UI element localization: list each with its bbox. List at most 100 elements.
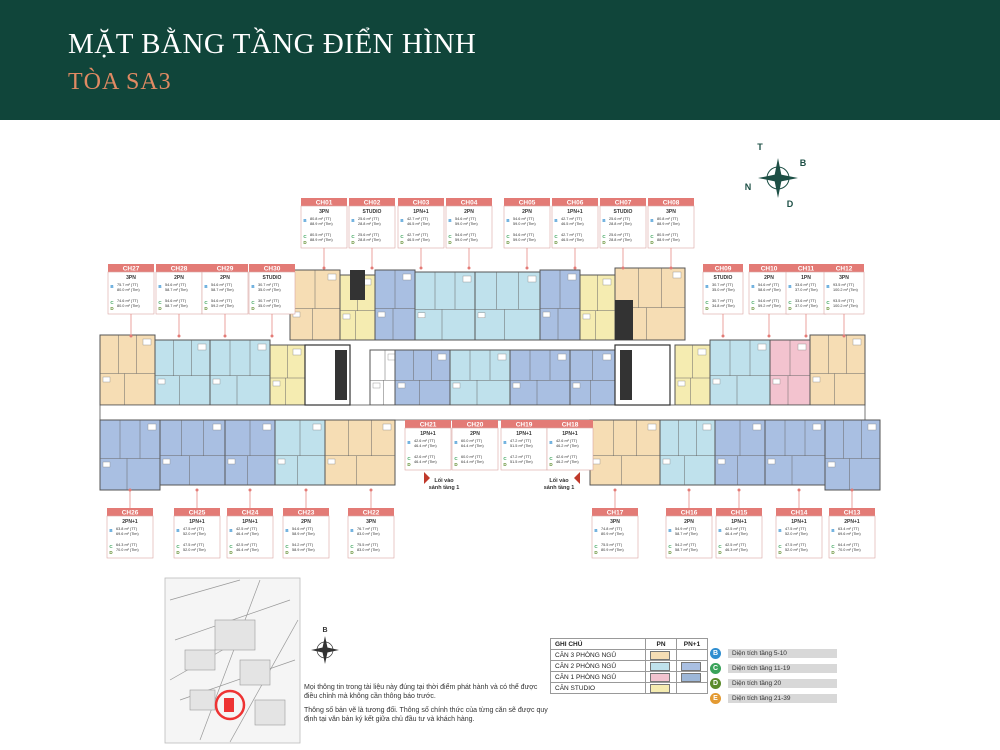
elevator-shaft (620, 350, 632, 400)
floor-letter: C (407, 456, 411, 461)
floor-letter: D (229, 550, 233, 555)
unit-tag-body (347, 515, 395, 559)
floor-letter: B (351, 218, 355, 223)
unit-area: 75.5 m² (TT) (357, 543, 379, 547)
bed-fixture (702, 423, 712, 431)
area-legend-text: Diện tích tầng 21-39 (728, 694, 837, 703)
unit-tag-header (107, 508, 153, 516)
unit-tag-body (665, 515, 713, 559)
map-compass-needle (311, 647, 339, 653)
floor-letter: D (826, 306, 830, 311)
unit-area: 54.6 m² (TT) (165, 283, 187, 287)
unit-tag-header (501, 420, 547, 428)
floor-letter: C (668, 544, 672, 549)
unit-area: 58.7 m² (Tim) (675, 532, 698, 536)
unit-area: 47.5 m² (TT) (183, 543, 205, 547)
unit-area: 42.6 m² (TT) (556, 439, 578, 443)
bed-fixture (852, 338, 862, 346)
apartment-outline (154, 339, 211, 406)
floor-letter: B (158, 284, 162, 289)
leader-dot (369, 488, 373, 492)
floor-letter: D (110, 306, 114, 311)
unit-code: CH20 (467, 422, 484, 429)
floor-letter: D (503, 462, 507, 467)
floor-letter: D (831, 550, 835, 555)
floor-letter: B (407, 440, 411, 445)
unit-area: 93.5 m² (TT) (833, 283, 855, 287)
unit-area: 42.5 m² (TT) (725, 527, 747, 531)
bath-fixture (827, 461, 836, 468)
unit-area: 47.2 m² (TT) (510, 439, 532, 443)
unit-type: 2PN (301, 519, 311, 525)
bath-fixture (397, 382, 406, 389)
floor-letter: D (400, 240, 404, 245)
unit-area: 25.6 m² (TT) (358, 217, 380, 221)
unit-code: CH19 (516, 422, 533, 429)
apartment-outline (589, 419, 661, 486)
leader-dot (525, 266, 529, 270)
floor-letter: B (204, 284, 208, 289)
unit-tag-header (301, 198, 347, 206)
area-legend-b: B Diện tích tầng 5-10 (710, 648, 837, 660)
apartment-outline (809, 334, 866, 406)
apartment-unit (589, 419, 661, 486)
floor-letter: D (285, 550, 289, 555)
floor-letter: D (303, 240, 307, 245)
bath-fixture (342, 313, 351, 320)
unit-code: CH30 (264, 266, 281, 273)
unit-area: 74.8 m² (TT) (601, 527, 623, 531)
bed-fixture (527, 275, 537, 283)
apartment-unit (394, 349, 451, 406)
floor-letter: B (751, 284, 755, 289)
legend-row-2pn: CĂN 2 PHÒNG NGỦ (550, 660, 646, 672)
bed-fixture (867, 423, 877, 431)
unit-area: 30.7 m² (TT) (258, 299, 280, 303)
unit-area: 88.9 m² (Tim) (310, 238, 333, 242)
unit-area: 42.6 m² (TT) (556, 455, 578, 459)
unit-area: 46.4 m² (Tim) (725, 532, 748, 536)
floor-letter: C (549, 456, 553, 461)
bed-fixture (147, 423, 157, 431)
floor-letter: B (554, 218, 558, 223)
unit-area: 69.6 m² (Tim) (116, 532, 139, 536)
legend-header-note: GHI CHÚ (550, 638, 646, 650)
bed-fixture (437, 353, 447, 361)
floor-letter: C (503, 456, 507, 461)
bath-fixture (157, 378, 166, 385)
legend-row-1pn: CĂN 1 PHÒNG NGỦ (550, 671, 646, 683)
area-legend-e: E Diện tích tầng 21-39 (710, 693, 837, 705)
unit-tag-header (398, 198, 444, 206)
unit-tag-body (546, 427, 594, 471)
floor-letter: D (109, 550, 113, 555)
unit-tag-header (829, 508, 875, 516)
unit-type: 3PN (366, 519, 376, 525)
floor-letter: B (650, 218, 654, 223)
floor-letter: B (109, 528, 113, 533)
apartment-unit (769, 339, 811, 406)
unit-area: 54.6 m² (TT) (455, 217, 477, 221)
unit-area: 70.0 m² (Tim) (116, 548, 139, 552)
floor-letter: B (400, 218, 404, 223)
floor-letter: D (554, 240, 558, 245)
unit-area: 28.8 m² (Tim) (358, 222, 381, 226)
leader-dot (842, 334, 846, 338)
unit-tag-header (824, 264, 864, 272)
note-1: Mọi thông tin trong tài liệu này đúng tạ… (304, 684, 538, 700)
unit-tag-header (648, 198, 694, 206)
map-compass-letter: B (322, 627, 327, 634)
unit-area: 46.4 m² (Tim) (236, 532, 259, 536)
bath-fixture (417, 312, 426, 318)
unit-area: 46.4 m² (Tim) (236, 548, 259, 552)
bed-fixture (602, 278, 612, 286)
unit-tag-body (445, 205, 493, 249)
unit-tag-header (716, 508, 762, 516)
unit-code: CH09 (715, 266, 732, 273)
swatch-2pn (650, 661, 670, 671)
legend-header-pn: PN (645, 638, 677, 650)
